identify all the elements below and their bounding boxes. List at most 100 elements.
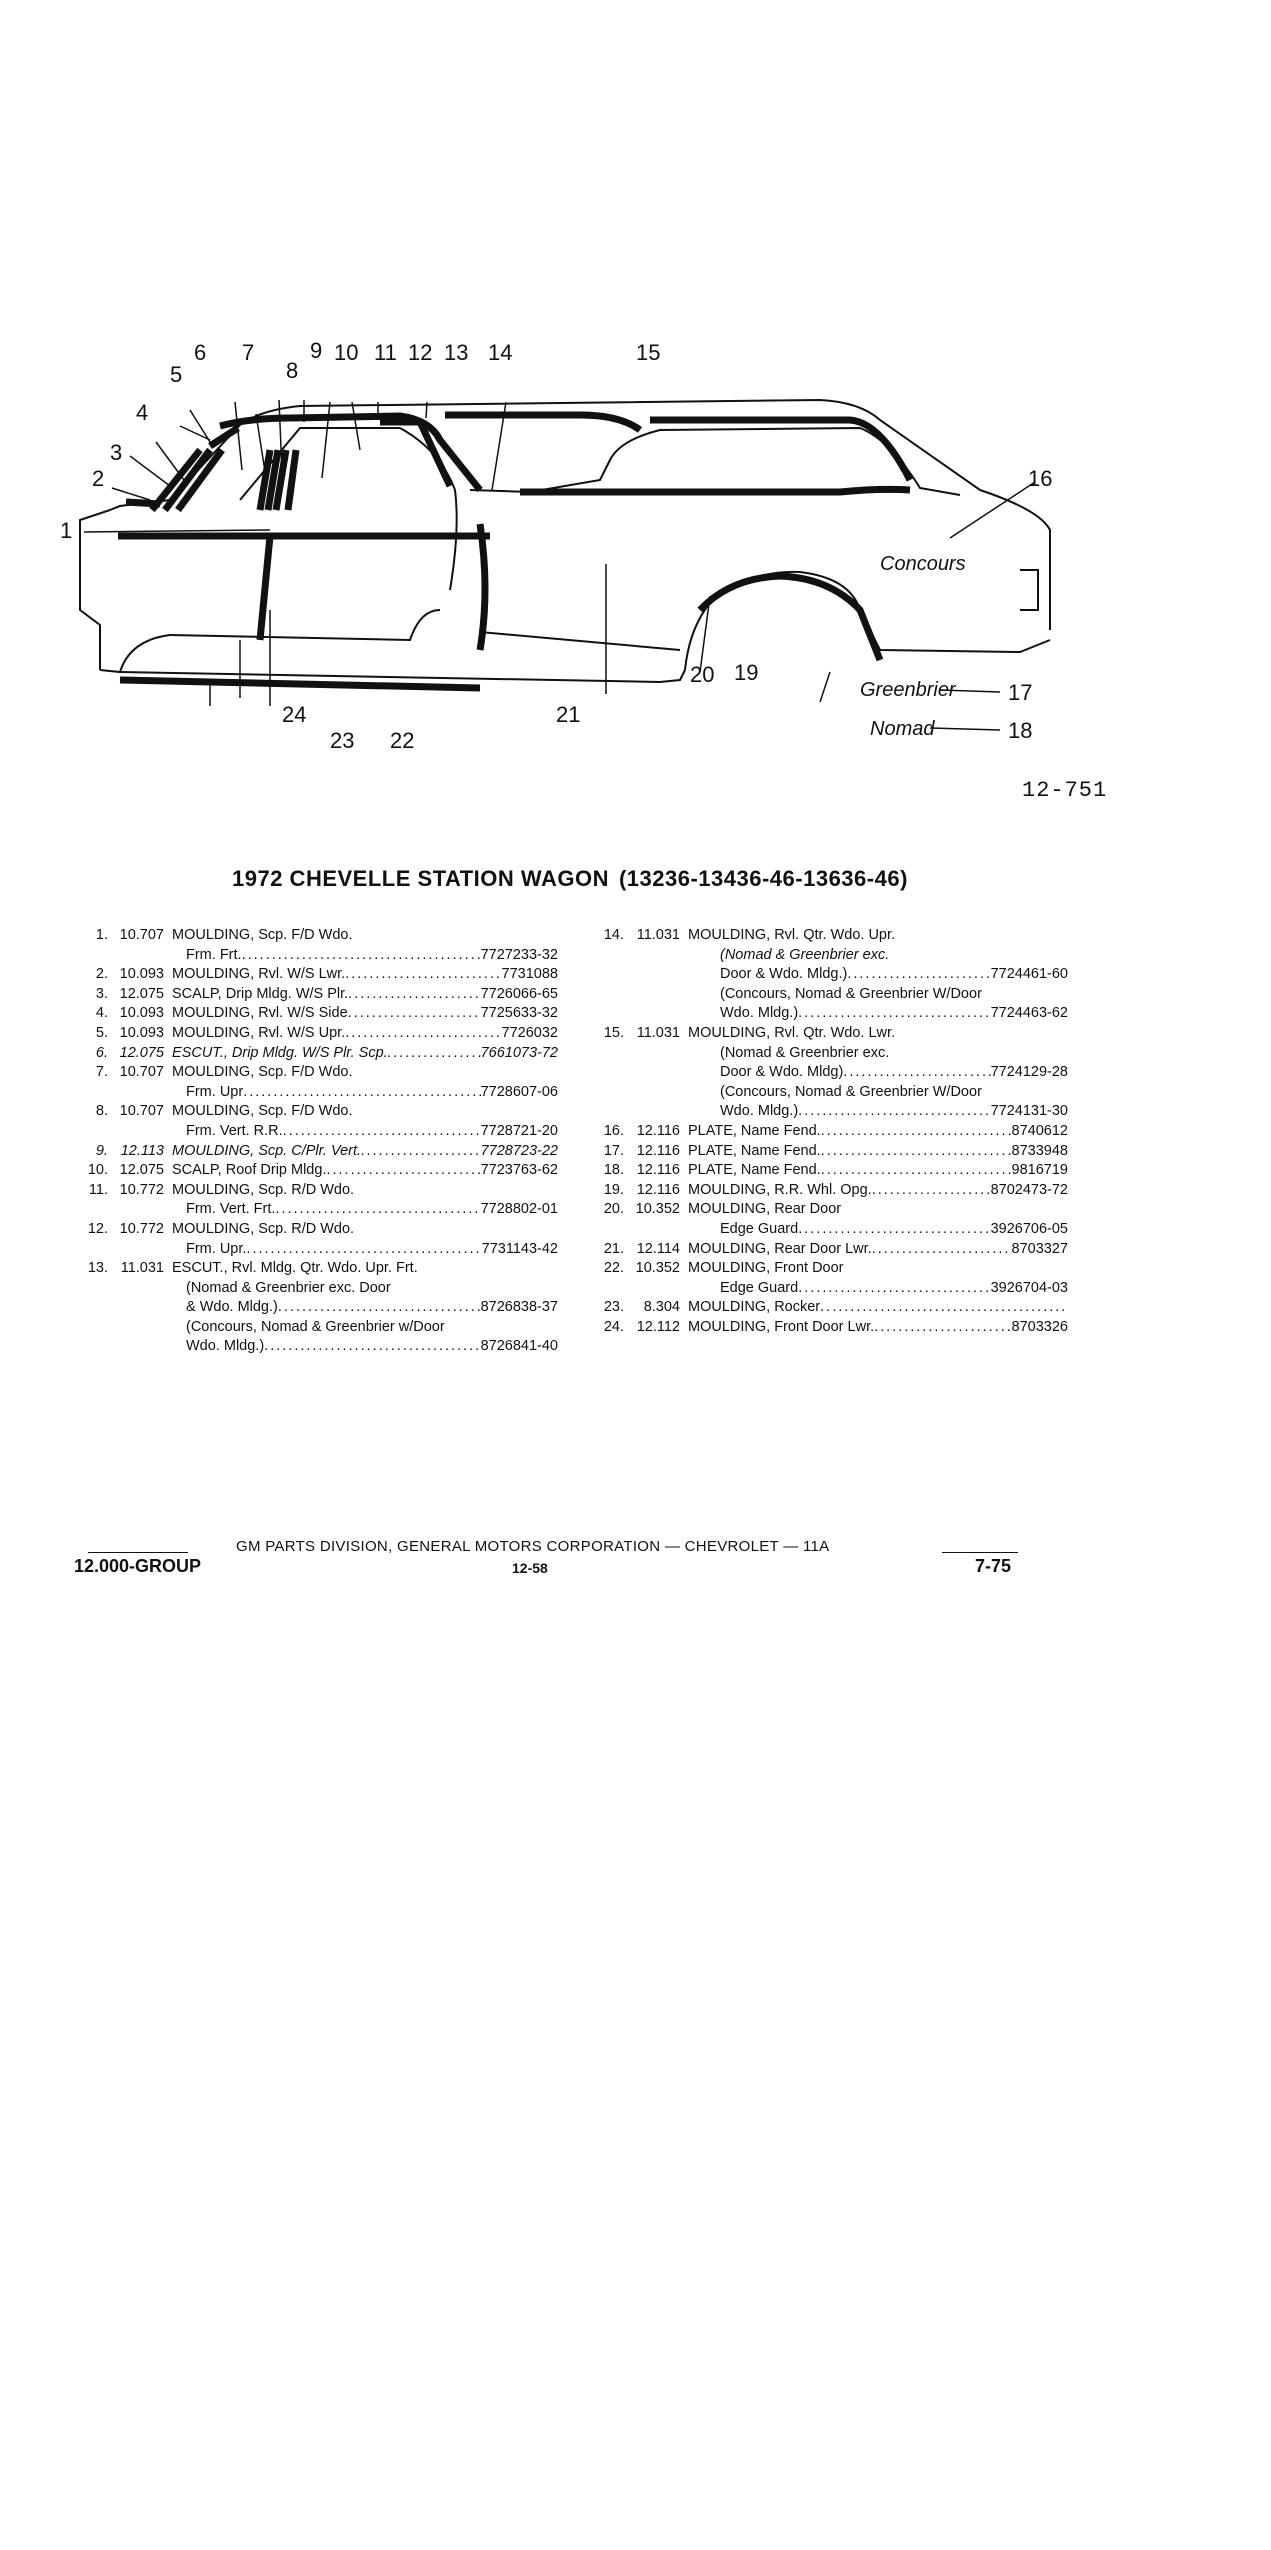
callout-7: 7 xyxy=(242,340,254,365)
callout-12: 12 xyxy=(408,340,432,365)
item-number: 19. xyxy=(603,1181,624,1198)
item-continuation-line: Edge Guard3926704-03 xyxy=(598,1279,1072,1299)
item-group-number: 10.093 xyxy=(119,1005,164,1022)
item-group-number: 12.116 xyxy=(636,1181,680,1198)
item-group-number: 12.113 xyxy=(120,1142,164,1159)
part-number: 7724463-62 xyxy=(990,1005,1068,1022)
leader-dots xyxy=(246,1240,481,1260)
footer-group: 12.000-GROUP xyxy=(74,1556,202,1576)
item-number: 24. xyxy=(603,1318,624,1335)
item-continuation-line: Door & Wdo. Mldg)7724129-28 xyxy=(598,1063,1072,1083)
title-text: 1972 CHEVELLE STATION WAGON xyxy=(232,866,609,891)
callout-13: 13 xyxy=(444,340,468,365)
callout-2: 2 xyxy=(92,466,104,491)
part-number: 8703327 xyxy=(1011,1240,1068,1257)
item-number: 15. xyxy=(603,1024,624,1041)
part-number: 7728721-20 xyxy=(480,1122,558,1139)
item-number: 23. xyxy=(603,1299,624,1316)
item-group-number: 12.116 xyxy=(636,1162,680,1179)
item-description: MOULDING, Scp. F/D Wdo. xyxy=(172,1103,353,1120)
item-continuation-line: Frm. Frt.7727233-32 xyxy=(82,946,562,966)
item-description: MOULDING, Front Door xyxy=(688,1260,844,1277)
moulding-strips xyxy=(118,411,914,692)
greenbrier-script: Greenbrier xyxy=(860,679,957,701)
item-description: Frm. Frt. xyxy=(186,946,242,963)
leader-dots xyxy=(821,1122,1012,1142)
item-continuation-line: Wdo. Mldg.)7724463-62 xyxy=(598,1004,1072,1024)
item-description: (Concours, Nomad & Greenbrier W/Door xyxy=(720,1083,982,1100)
part-number: 8726838-37 xyxy=(480,1299,558,1316)
item-number: 22. xyxy=(603,1260,624,1277)
item-continuation-line: (Concours, Nomad & Greenbrier W/Door xyxy=(598,985,1072,1005)
part-number: 8733948 xyxy=(1011,1142,1068,1159)
item-number: 2. xyxy=(95,966,108,983)
item-continuation-line: Wdo. Mldg.)8726841-40 xyxy=(82,1337,562,1357)
item-group-number: 12.112 xyxy=(636,1318,680,1335)
part-number: 8740612 xyxy=(1011,1122,1068,1139)
leader-dots xyxy=(242,946,481,966)
part-number: 7724129-28 xyxy=(990,1064,1068,1081)
item-description: MOULDING, Rear Door Lwr. xyxy=(688,1240,872,1257)
leader-dots xyxy=(326,1161,480,1181)
part-number: 8703326 xyxy=(1011,1318,1068,1335)
leader-dots xyxy=(798,1220,990,1240)
item-continuation-line: Frm. Vert. R.R.7728721-20 xyxy=(82,1122,562,1142)
item-number: 20. xyxy=(603,1201,624,1218)
part-number: 3926704-03 xyxy=(990,1279,1068,1296)
item-number: 3. xyxy=(95,985,108,1002)
item-number: 14. xyxy=(603,927,624,943)
item-group-number: 10.707 xyxy=(119,1064,164,1081)
item-group-number: 10.093 xyxy=(119,966,164,983)
callout-15: 15 xyxy=(636,340,660,365)
nomad-script: Nomad xyxy=(870,718,935,740)
item-group-number: 10.772 xyxy=(119,1181,164,1198)
item-number: 17. xyxy=(603,1142,624,1159)
leader-dots xyxy=(388,1044,481,1064)
callout-20: 20 xyxy=(690,662,714,687)
callout-5: 5 xyxy=(170,362,182,387)
item-number: 16. xyxy=(603,1122,624,1139)
item-number: 18. xyxy=(603,1162,624,1179)
item-description: ESCUT., Rvl. Mldg. Qtr. Wdo. Upr. Frt. xyxy=(172,1260,418,1277)
callout-6: 6 xyxy=(194,340,206,365)
item-description: MOULDING, Rvl. W/S Side xyxy=(172,1005,348,1022)
item-description: SCALP, Roof Drip Mldg. xyxy=(172,1162,327,1179)
concours-script: Concours xyxy=(880,553,966,575)
leader-dots xyxy=(821,1161,1012,1181)
item-continuation-line: (Nomad & Greenbrier exc. Door xyxy=(82,1279,562,1299)
leader-dots xyxy=(872,1181,991,1201)
item-group-number: 12.116 xyxy=(636,1122,680,1139)
callout-24: 24 xyxy=(282,702,306,727)
footer-rule-right xyxy=(942,1552,1018,1553)
item-number: 6. xyxy=(95,1044,108,1061)
item-number: 13. xyxy=(87,1260,108,1277)
part-number: 7731088 xyxy=(501,966,558,983)
callout-1: 1 xyxy=(60,518,72,543)
callout-10: 10 xyxy=(334,340,358,365)
footer-date: 7-75 xyxy=(975,1556,1012,1576)
